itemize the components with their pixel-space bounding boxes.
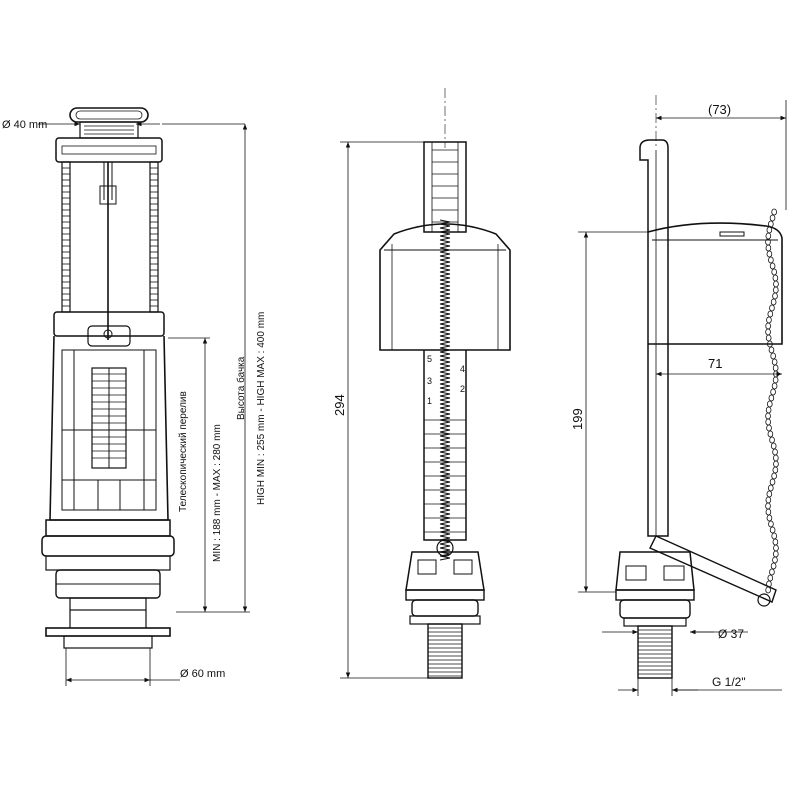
flush-valve-drawing <box>41 107 175 649</box>
push-button <box>69 107 149 139</box>
fill-valve-front-drawing: 5 3 1 4 2 <box>379 88 511 679</box>
side-dimensions <box>578 100 787 696</box>
thread-size-label: G 1/2" <box>712 675 746 689</box>
valve-cage <box>49 335 169 521</box>
height-199-label: 199 <box>570 408 585 430</box>
scale-number-2: 2 <box>460 384 465 394</box>
dimension-71-label: 71 <box>708 356 722 371</box>
scale-number-5: 5 <box>427 354 432 364</box>
scale-number-1: 1 <box>427 396 432 406</box>
fill-valve-side-drawing <box>615 95 783 679</box>
flush-valve-dimensions <box>38 121 250 686</box>
scale-number-3: 3 <box>427 376 432 386</box>
diameter-40-label: Ø 40 mm <box>2 119 47 131</box>
valve-base <box>41 519 175 649</box>
overflow-range-label: MIN : 188 mm - MAX : 280 mm <box>212 424 223 562</box>
height-294-dimension <box>340 141 428 679</box>
tank-height-label: Высота бачка <box>235 356 247 420</box>
telescopic-overflow-label: Телескопический перелив <box>178 391 189 512</box>
high-range-label: HIGH MIN : 255 mm - HIGH MAX : 400 mm <box>256 312 267 505</box>
scale-number-4: 4 <box>460 364 465 374</box>
dimension-73-label: (73) <box>708 102 731 117</box>
telescopic-rods <box>61 161 159 340</box>
diameter-60-label: Ø 60 mm <box>180 668 225 680</box>
height-294-label: 294 <box>332 394 347 416</box>
diameter-37-label: Ø 37 <box>718 627 744 641</box>
